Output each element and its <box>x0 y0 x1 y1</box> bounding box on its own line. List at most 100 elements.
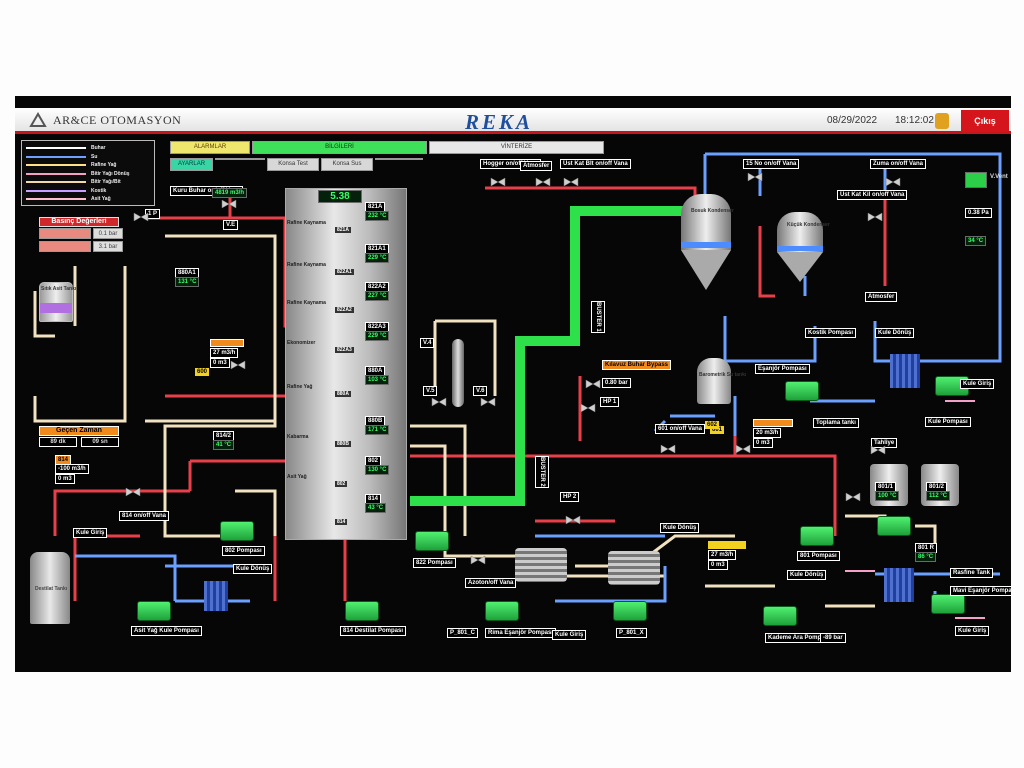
legend-label: Bitir Yağı Dönüş <box>91 170 130 177</box>
legend-item: Kostik <box>26 187 130 196</box>
destilat-tank <box>30 552 70 624</box>
b801-value: 86 °C <box>915 552 937 562</box>
tank-801-1-value: 100 °C <box>875 491 900 501</box>
distillation-column: 5.38 <box>285 188 407 540</box>
legend-swatch <box>26 181 86 184</box>
left-flow-value2: 0 m3 <box>210 358 230 368</box>
alarms-button[interactable]: ALARMLAR <box>170 141 250 154</box>
butterfly-valve-icon[interactable] <box>580 402 596 414</box>
kule-giris-right: Kule Giriş <box>960 379 995 389</box>
pump-icon[interactable] <box>931 594 965 614</box>
butterfly-valve-icon[interactable] <box>735 443 751 455</box>
red-status-button[interactable] <box>215 158 265 160</box>
legend-swatch <box>26 147 86 150</box>
pump-icon[interactable] <box>415 531 449 551</box>
ayarlar-button[interactable]: AYARLAR <box>170 158 213 171</box>
pump-802-label: 802 Pompası <box>222 546 265 556</box>
v5-label: V.5 <box>423 386 438 396</box>
basinc-row2-name <box>39 241 91 252</box>
kule-pompasi-right: Kule Pompası <box>925 417 971 427</box>
butterfly-valve-icon[interactable] <box>565 514 581 526</box>
butterfly-valve-icon[interactable] <box>490 176 506 188</box>
right-top-value2: 34 °C <box>965 236 987 246</box>
heat-exchanger-left <box>204 581 228 611</box>
butterfly-valve-icon[interactable] <box>221 198 237 210</box>
brand-name: AR&CE OTOMASYON <box>53 113 182 127</box>
tank-801-2-value: 112 °C <box>926 491 951 501</box>
buster1-label: BUSTER 1 <box>591 301 605 333</box>
left-flow-value: 27 m3/h <box>210 348 239 358</box>
butterfly-valve-icon[interactable] <box>133 211 149 223</box>
toplama-label: Toplama tankı <box>813 418 859 428</box>
esanjor-pump-label: Eşanjör Pompası <box>755 364 810 374</box>
pump-icon[interactable] <box>877 516 911 536</box>
red-indicator[interactable] <box>375 158 423 160</box>
konsa-test-button[interactable]: Konsa Test <box>267 158 319 171</box>
kule-donus-center: Kule Dönüş <box>660 523 700 533</box>
butterfly-valve-icon[interactable] <box>230 359 246 371</box>
pump-icon[interactable] <box>485 601 519 621</box>
baro-tank-label: Barometrik Su tankı <box>699 372 747 378</box>
buhar-bypass-label: Kılavuz Buhar Bypass <box>602 360 672 370</box>
legend-label: Kostik <box>91 187 107 194</box>
butterfly-valve-icon[interactable] <box>125 486 141 498</box>
pump-icon[interactable] <box>137 601 171 621</box>
kule-giris-left: Kule Giriş <box>73 528 108 538</box>
m880-value: 131 °C <box>175 277 200 287</box>
konsa-sus-button[interactable]: Konsa Sus <box>321 158 373 171</box>
baro-tank <box>697 358 731 404</box>
bosuk-kondenser <box>681 194 731 290</box>
butterfly-valve-icon[interactable] <box>885 176 901 188</box>
kule-giris-center: Kule Giriş <box>552 630 587 640</box>
legend-label: Su <box>91 153 98 160</box>
info-button[interactable]: BİLGİLERİ <box>252 141 427 154</box>
vana-814-label: 814 on/off Vana <box>119 511 170 521</box>
butterfly-valve-icon[interactable] <box>845 491 861 503</box>
vinterize-button[interactable]: VİNTERİZE <box>429 141 604 154</box>
butterfly-valve-icon[interactable] <box>563 176 579 188</box>
flow2-value: 20 m3/h <box>753 428 782 438</box>
right-top-value1: 0.38 Pa <box>965 208 992 218</box>
pump-icon[interactable] <box>613 601 647 621</box>
sitik-asit-tank <box>39 282 73 322</box>
exit-button[interactable]: Çıkış <box>961 110 1009 132</box>
rima-pump-label: Rima Eşanjör Pompası <box>485 628 557 638</box>
atmosfer-label: Atmosfer <box>520 161 553 171</box>
column-section-value: 229 °C <box>365 331 390 341</box>
key-icon[interactable] <box>935 113 949 129</box>
pump-icon[interactable] <box>763 606 797 626</box>
legend-item: Bitir Yağı/Bit <box>26 178 130 187</box>
pump-icon[interactable] <box>785 381 819 401</box>
kazan-value: 600 <box>195 368 210 376</box>
pump-icon[interactable] <box>345 601 379 621</box>
heat-exchanger-right <box>884 568 914 602</box>
butterfly-valve-icon[interactable] <box>470 554 486 566</box>
legend-item: Su <box>26 153 130 162</box>
butterfly-valve-icon[interactable] <box>870 444 886 456</box>
column-section-value: 103 °C <box>365 375 390 385</box>
flow2-value2: 0 m3 <box>753 438 773 448</box>
basinc-row2-value: 3.1 bar <box>93 241 123 252</box>
column-mini-label: 802 <box>335 481 348 487</box>
company-logo-icon <box>29 112 47 127</box>
butterfly-valve-icon[interactable] <box>535 176 551 188</box>
buhar-bypass-value: 0.80 bar <box>602 378 631 388</box>
t814-flow: -100 m3/h <box>55 464 89 474</box>
butterfly-valve-icon[interactable] <box>431 396 447 408</box>
butterfly-valve-icon[interactable] <box>585 378 601 390</box>
butterfly-valve-icon[interactable] <box>660 443 676 455</box>
right-top-indicator <box>965 172 987 188</box>
gecen-dk: 89 dk <box>39 437 77 447</box>
t814-flow2: 0 m3 <box>55 474 75 484</box>
p1-label: 1 P <box>145 209 161 219</box>
column-section-label: Kabarma <box>287 434 309 440</box>
butterfly-valve-icon[interactable] <box>867 211 883 223</box>
legend-label: Bitir Yağı/Bit <box>91 179 121 186</box>
pump-icon[interactable] <box>220 521 254 541</box>
butterfly-valve-icon[interactable] <box>480 396 496 408</box>
pump-icon[interactable] <box>800 526 834 546</box>
butterfly-valve-icon[interactable] <box>747 171 763 183</box>
gecen-zaman-title: Geçen Zaman <box>39 426 119 436</box>
v6-label: V.6 <box>473 386 488 396</box>
legend-swatch <box>26 172 86 175</box>
